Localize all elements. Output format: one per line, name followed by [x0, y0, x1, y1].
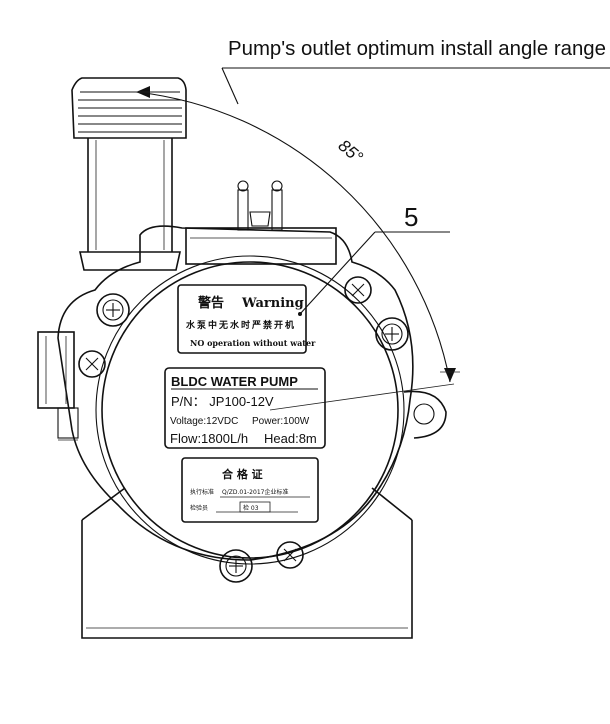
right-boss	[403, 390, 447, 439]
nameplate-flow: Flow:1800L/h	[170, 431, 248, 446]
cert-standard-value: Q/ZD.01-2017企业标准	[222, 488, 288, 496]
nameplate-power: Power:100W	[252, 416, 310, 427]
nameplate-title: BLDC WATER PUMP	[171, 374, 298, 389]
install-angle-label: Pump's outlet optimum install angle rang…	[228, 38, 606, 60]
warning-line-cn: 水泵中无水时严禁开机	[186, 319, 296, 331]
screw-icon	[276, 541, 304, 569]
screw-icon	[344, 276, 372, 304]
screw-icon	[96, 293, 130, 327]
screw-icon	[375, 317, 409, 351]
screw-icon	[219, 549, 253, 583]
warning-label: 警告 Warning 水泵中无水时严禁开机 NO operation witho…	[177, 284, 316, 354]
mounting-base	[81, 487, 413, 639]
warning-title-en: Warning	[241, 296, 304, 311]
screw-icons	[78, 276, 409, 583]
outlet-pipe	[71, 77, 187, 271]
cert-inspector-value: 检 03	[243, 504, 259, 512]
nameplate-voltage: Voltage:12VDC	[170, 416, 238, 427]
top-connector	[185, 180, 337, 265]
nameplate: BLDC WATER PUMP P/N： JP100-12V Voltage:1…	[164, 367, 326, 449]
cert-inspector: 检验员	[190, 504, 208, 512]
nameplate-head: Head:8m	[264, 431, 317, 446]
screw-icon	[78, 350, 106, 378]
callout-number: 5	[404, 202, 418, 232]
callout-leader	[298, 231, 450, 316]
warning-line-en: NO operation without water	[190, 338, 316, 348]
warning-title-cn: 警告	[198, 295, 224, 311]
cert-title: 合 格 证	[222, 467, 263, 481]
certificate-label: 合 格 证 执行标准 Q/ZD.01-2017企业标准 检验员 检 03	[181, 457, 319, 523]
nameplate-part-number: P/N： JP100-12V	[171, 394, 274, 409]
angle-value: 85°	[335, 136, 367, 167]
cert-standard-prefix: 执行标准	[190, 488, 214, 496]
side-connector	[37, 331, 79, 441]
angle-annotation	[130, 67, 610, 411]
